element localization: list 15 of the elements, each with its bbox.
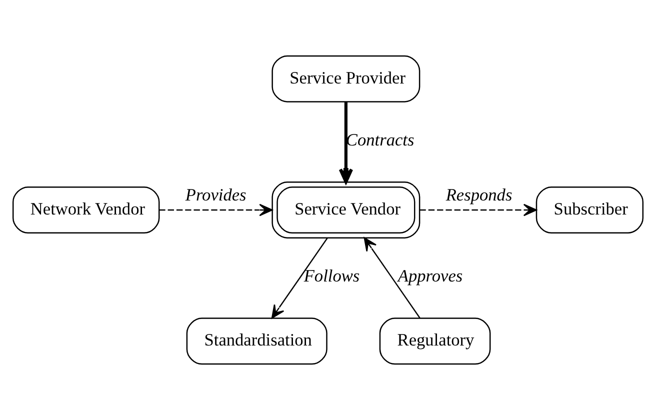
arrow: [420, 204, 537, 216]
node-box: Service Provider: [272, 55, 420, 102]
node-box: Subscriber: [536, 186, 644, 234]
arrow: [271, 238, 328, 319]
node-box: Regulatory: [379, 318, 491, 365]
node-box: Service Vendor: [272, 182, 420, 238]
node-box: Network Vendor: [12, 186, 160, 234]
edge-label: Responds: [446, 185, 512, 204]
arrow: [338, 102, 354, 184]
arrow: [159, 204, 273, 216]
arrow: [364, 237, 420, 318]
node-box: Standardisation: [186, 318, 328, 365]
edge-label: Provides: [185, 185, 246, 204]
edge-label: Follows: [304, 266, 360, 286]
edge-label: Approves: [398, 266, 463, 286]
